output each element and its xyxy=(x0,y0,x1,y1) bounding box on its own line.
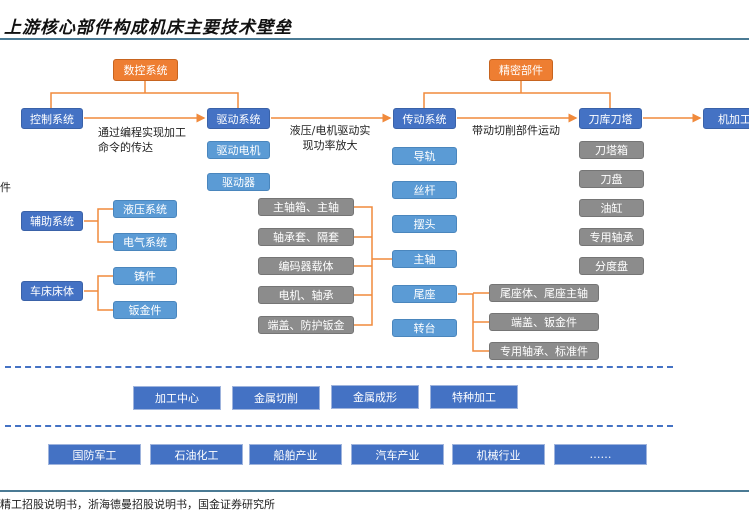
tool-part: 分度盘 xyxy=(579,257,644,275)
industry: 国防军工 xyxy=(48,444,141,465)
transmission-system-box: 传动系统 xyxy=(393,108,456,129)
note-control-drive: 通过编程实现加工命令的传达 xyxy=(98,126,186,154)
drive-system-box: 驱动系统 xyxy=(207,108,270,129)
processing-type: 金属切削 xyxy=(232,386,320,410)
partial-label: 件 xyxy=(0,181,11,194)
processing-type: 金属成形 xyxy=(331,385,419,409)
tool-part: 专用轴承 xyxy=(579,228,644,246)
tool-part: 刀盘 xyxy=(579,170,644,188)
industry: 汽车产业 xyxy=(351,444,444,465)
tool-part: 刀塔箱 xyxy=(579,141,644,159)
precision-parts-box: 精密部件 xyxy=(489,59,553,81)
transmission-part: 摆头 xyxy=(392,215,457,233)
spindle-part: 电机、轴承 xyxy=(258,286,354,304)
spindle-part: 编码器载体 xyxy=(258,257,354,275)
divider-dashed xyxy=(5,366,673,368)
bed-part: 铸件 xyxy=(113,267,177,285)
control-system-box: 控制系统 xyxy=(21,108,83,129)
transmission-part: 丝杆 xyxy=(392,181,457,199)
aux-part: 液压系统 xyxy=(113,200,177,218)
aux-part: 电气系统 xyxy=(113,233,177,251)
tool-magazine-box: 刀库刀塔 xyxy=(579,108,642,129)
aux-system-box: 辅助系统 xyxy=(21,211,83,231)
note-drive-transmission: 液压/电机驱动实现功率放大 xyxy=(289,124,371,152)
title-rule xyxy=(0,38,749,40)
spindle-part: 轴承套、隔套 xyxy=(258,228,354,246)
tailstock-part: 端盖、钣金件 xyxy=(489,313,599,331)
tailstock-part: 专用轴承、标准件 xyxy=(489,342,599,360)
industry: 船舶产业 xyxy=(249,444,342,465)
divider-dashed xyxy=(5,425,673,427)
drive-part: 驱动电机 xyxy=(207,141,270,159)
tool-part: 油缸 xyxy=(579,199,644,217)
tailstock-part: 尾座体、尾座主轴 xyxy=(489,284,599,302)
note-transmission-tool: 带动切削部件运动 xyxy=(472,124,560,137)
transmission-part: 主轴 xyxy=(392,250,457,268)
cnc-system-box: 数控系统 xyxy=(113,59,178,81)
spindle-part: 主轴箱、主轴 xyxy=(258,198,354,216)
industry: 机械行业 xyxy=(452,444,545,465)
transmission-part: 转台 xyxy=(392,319,457,337)
processing-type: 加工中心 xyxy=(133,386,221,410)
source-text: 精工招股说明书，浙海德曼招股说明书，国金证券研究所 xyxy=(0,498,275,511)
bed-part: 钣金件 xyxy=(113,301,177,319)
lathe-bed-box: 车床床体 xyxy=(21,281,83,301)
processing-type: 特种加工 xyxy=(430,385,518,409)
transmission-part: 尾座 xyxy=(392,285,457,303)
page-title: 上游核心部件构成机床主要技术壁垒 xyxy=(4,18,292,38)
industry: …… xyxy=(554,444,647,465)
drive-part: 驱动器 xyxy=(207,173,270,191)
machining-box: 机加工 xyxy=(703,108,749,129)
footer-rule xyxy=(0,490,749,492)
industry: 石油化工 xyxy=(150,444,243,465)
spindle-part: 端盖、防护钣金 xyxy=(258,316,354,334)
transmission-part: 导轨 xyxy=(392,147,457,165)
